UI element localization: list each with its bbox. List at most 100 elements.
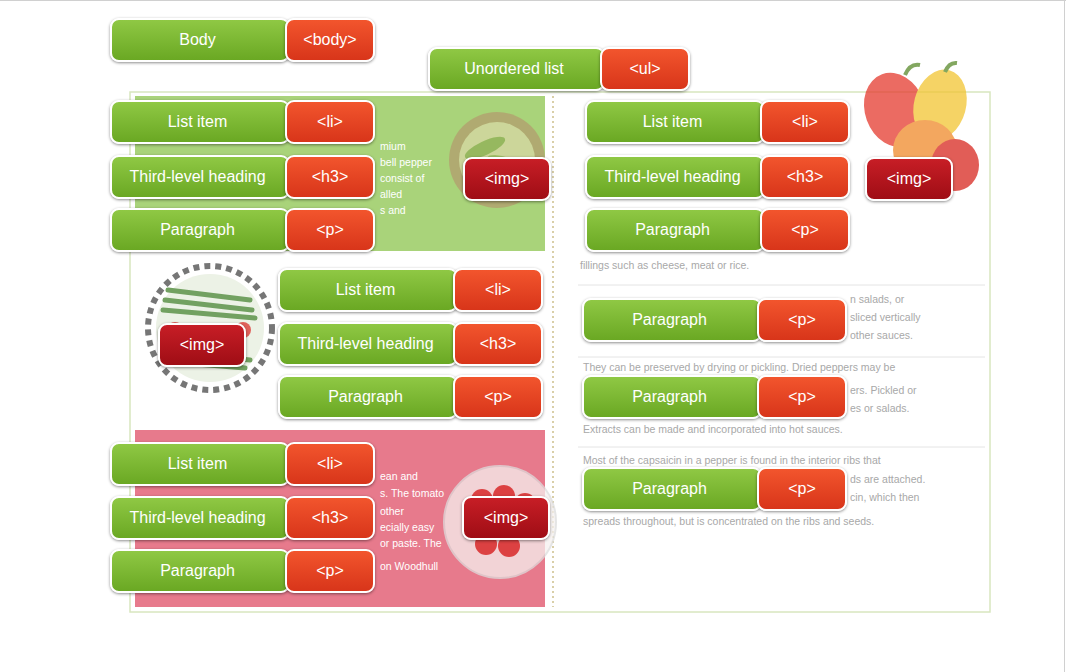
faded-page-text: ean and [380,470,418,483]
faded-page-text: Extracts can be made and incorporated in… [583,423,843,436]
faded-page-text: bell pepper [380,156,432,169]
faded-page-text: ers. Pickled or [850,384,917,397]
node-text: <body> [303,31,356,49]
node-text: <h3> [787,168,823,186]
html-tag-badge: <h3> [453,322,543,366]
img-tag-badge: <img> [462,496,550,540]
node-text: Paragraph [632,388,707,406]
element-name-pill: Body<body> [110,18,290,62]
faded-page-text: mium [380,140,406,153]
image-border [0,0,1066,1]
node-text: <li> [317,113,343,131]
tomato-bowl-picture [444,466,556,578]
html-tag-badge: <li> [285,100,375,144]
element-name-pill: Paragraph<p> [278,375,458,419]
element-name-pill: Third-level heading<h3> [110,155,290,199]
element-name-pill: Paragraph<p> [110,549,290,593]
element-name-pill: List item<li> [110,100,290,144]
element-name-pill: List item<li> [278,268,458,312]
faded-page-text: alled [380,188,402,201]
faded-page-text: or paste. The [380,537,442,550]
img-tag-badge: <img> [463,157,551,201]
faded-page-text: sliced vertically [850,311,921,324]
node-text: List item [336,281,396,299]
element-name-pill: Paragraph<p> [585,208,765,252]
html-tag-badge: <p> [453,375,543,419]
element-name-pill: Unordered list<ul> [428,47,605,91]
html-tag-badge: <li> [760,100,850,144]
rule [578,285,985,286]
node-text: Paragraph [632,480,707,498]
node-text: <h3> [480,335,516,353]
node-text: <p> [791,221,819,239]
node-text: <p> [788,480,816,498]
faded-page-text: consist of [380,172,424,185]
node-text: Third-level heading [129,168,265,186]
img-tag-badge: <img> [158,323,246,367]
faded-page-text: s and [380,204,406,217]
node-text: <p> [316,562,344,580]
html-tag-badge: <p> [757,298,847,342]
html-tag-badge: <p> [757,467,847,511]
html-tag-badge: <p> [757,375,847,419]
element-name-pill: Third-level heading<h3> [110,496,290,540]
node-text: Third-level heading [297,335,433,353]
node-text: <img> [484,509,528,527]
node-text: <li> [792,113,818,131]
node-text: List item [643,113,703,131]
faded-page-text: other [380,505,404,518]
node-text: List item [168,113,228,131]
node-text: <img> [485,170,529,188]
node-text: Paragraph [160,221,235,239]
faded-page-text: They can be preserved by drying or pickl… [583,361,895,374]
node-text: Third-level heading [129,509,265,527]
html-tag-badge: <p> [285,549,375,593]
image-border [1064,0,1065,672]
faded-page-text: cin, which then [850,491,919,504]
element-name-pill: Paragraph<p> [110,208,290,252]
node-text: <li> [317,455,343,473]
faded-page-text: ds are attached. [850,473,925,486]
node-text: <h3> [312,509,348,527]
node-text: <li> [485,281,511,299]
faded-page-text: on Woodhull [380,560,438,573]
faded-page-text: other sauces. [850,329,913,342]
html-tag-badge: <h3> [760,155,850,199]
html-tag-badge: <li> [285,442,375,486]
faded-page-text: es or salads. [850,402,910,415]
node-text: <img> [180,336,224,354]
node-text: Paragraph [635,221,710,239]
html-tag-badge: <ul> [600,47,690,91]
element-name-pill: Paragraph<p> [582,375,762,419]
element-name-pill: Third-level heading<h3> [585,155,765,199]
node-text: Paragraph [328,388,403,406]
html-tag-badge: <p> [760,208,850,252]
html-tag-badge: <h3> [285,496,375,540]
node-text: Paragraph [632,311,707,329]
node-text: <h3> [312,168,348,186]
faded-page-text: s. The tomato [380,487,444,500]
node-text: Paragraph [160,562,235,580]
node-text: <img> [887,170,931,188]
faded-page-text: spreads throughout, but is concentrated … [583,515,874,528]
rule [578,357,985,358]
html-tag-badge: <li> [453,268,543,312]
faded-page-text: fillings such as cheese, meat or rice. [580,259,749,272]
node-text: Body [179,31,215,49]
rule [578,447,985,448]
faded-page-text: ecially easy [380,521,434,534]
element-name-pill: Paragraph<p> [582,467,762,511]
html-tag-badge: <h3> [285,155,375,199]
node-text: <p> [788,311,816,329]
node-text: <p> [788,388,816,406]
node-text: Unordered list [464,60,564,78]
node-text: <p> [316,221,344,239]
element-name-pill: Paragraph<p> [582,298,762,342]
element-name-pill: List item<li> [585,100,765,144]
img-tag-badge: <img> [865,157,953,201]
html-tag-badge: <p> [285,208,375,252]
node-text: <ul> [629,60,660,78]
node-text: Third-level heading [604,168,740,186]
asparagus-plate-picture [148,266,272,390]
node-text: <p> [484,388,512,406]
